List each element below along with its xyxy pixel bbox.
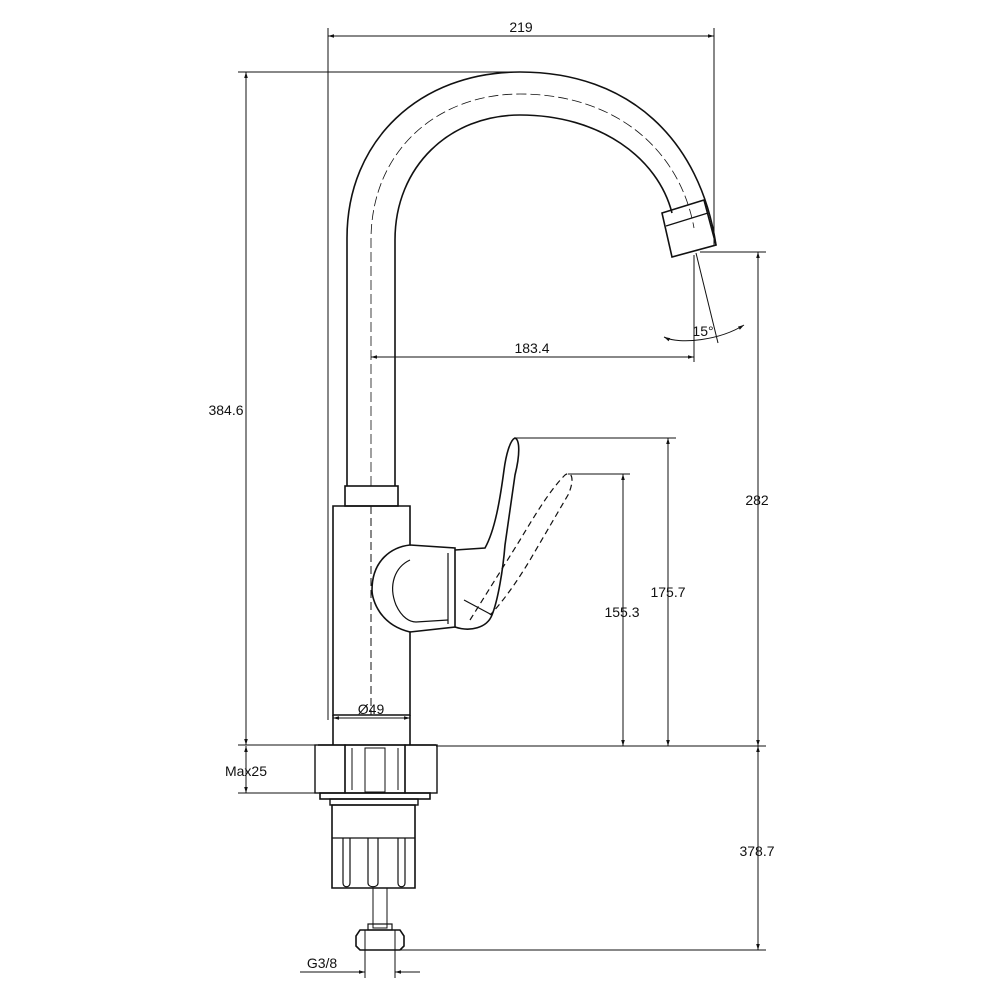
dim-outlet-height: 282	[745, 492, 769, 508]
lever-raised-dashed	[469, 473, 573, 621]
dim-hose-length: 378.7	[739, 843, 774, 859]
spout-tip	[661, 198, 717, 258]
spout-inner	[394, 114, 673, 486]
dim-spout-reach: 183.4	[514, 340, 549, 356]
fixing-nut	[331, 804, 416, 889]
spout-outer	[346, 71, 717, 486]
dimension-lines	[238, 28, 766, 978]
countertop	[314, 744, 438, 951]
dimension-labels: 219 384.6 183.4 15° 282 175.7 155.3 Ø49 …	[208, 19, 774, 971]
dim-thread: G3/8	[307, 955, 338, 971]
body-cylinder	[332, 505, 411, 716]
dim-spout-angle: 15°	[692, 323, 713, 339]
spout-collar	[344, 485, 399, 507]
lever	[454, 437, 520, 630]
hose	[372, 887, 388, 929]
dim-total-width: 219	[509, 19, 533, 35]
cartridge-housing	[409, 544, 456, 633]
dim-body-diameter: Ø49	[358, 701, 385, 717]
dim-lever-raised: 175.7	[650, 584, 685, 600]
faucet-body	[318, 71, 717, 746]
dim-lever-height: 155.3	[604, 604, 639, 620]
dim-total-height: 384.6	[208, 402, 243, 418]
shank-braided	[364, 747, 386, 793]
dim-max-countertop: Max25	[225, 763, 267, 779]
hose-fitting	[355, 929, 405, 951]
